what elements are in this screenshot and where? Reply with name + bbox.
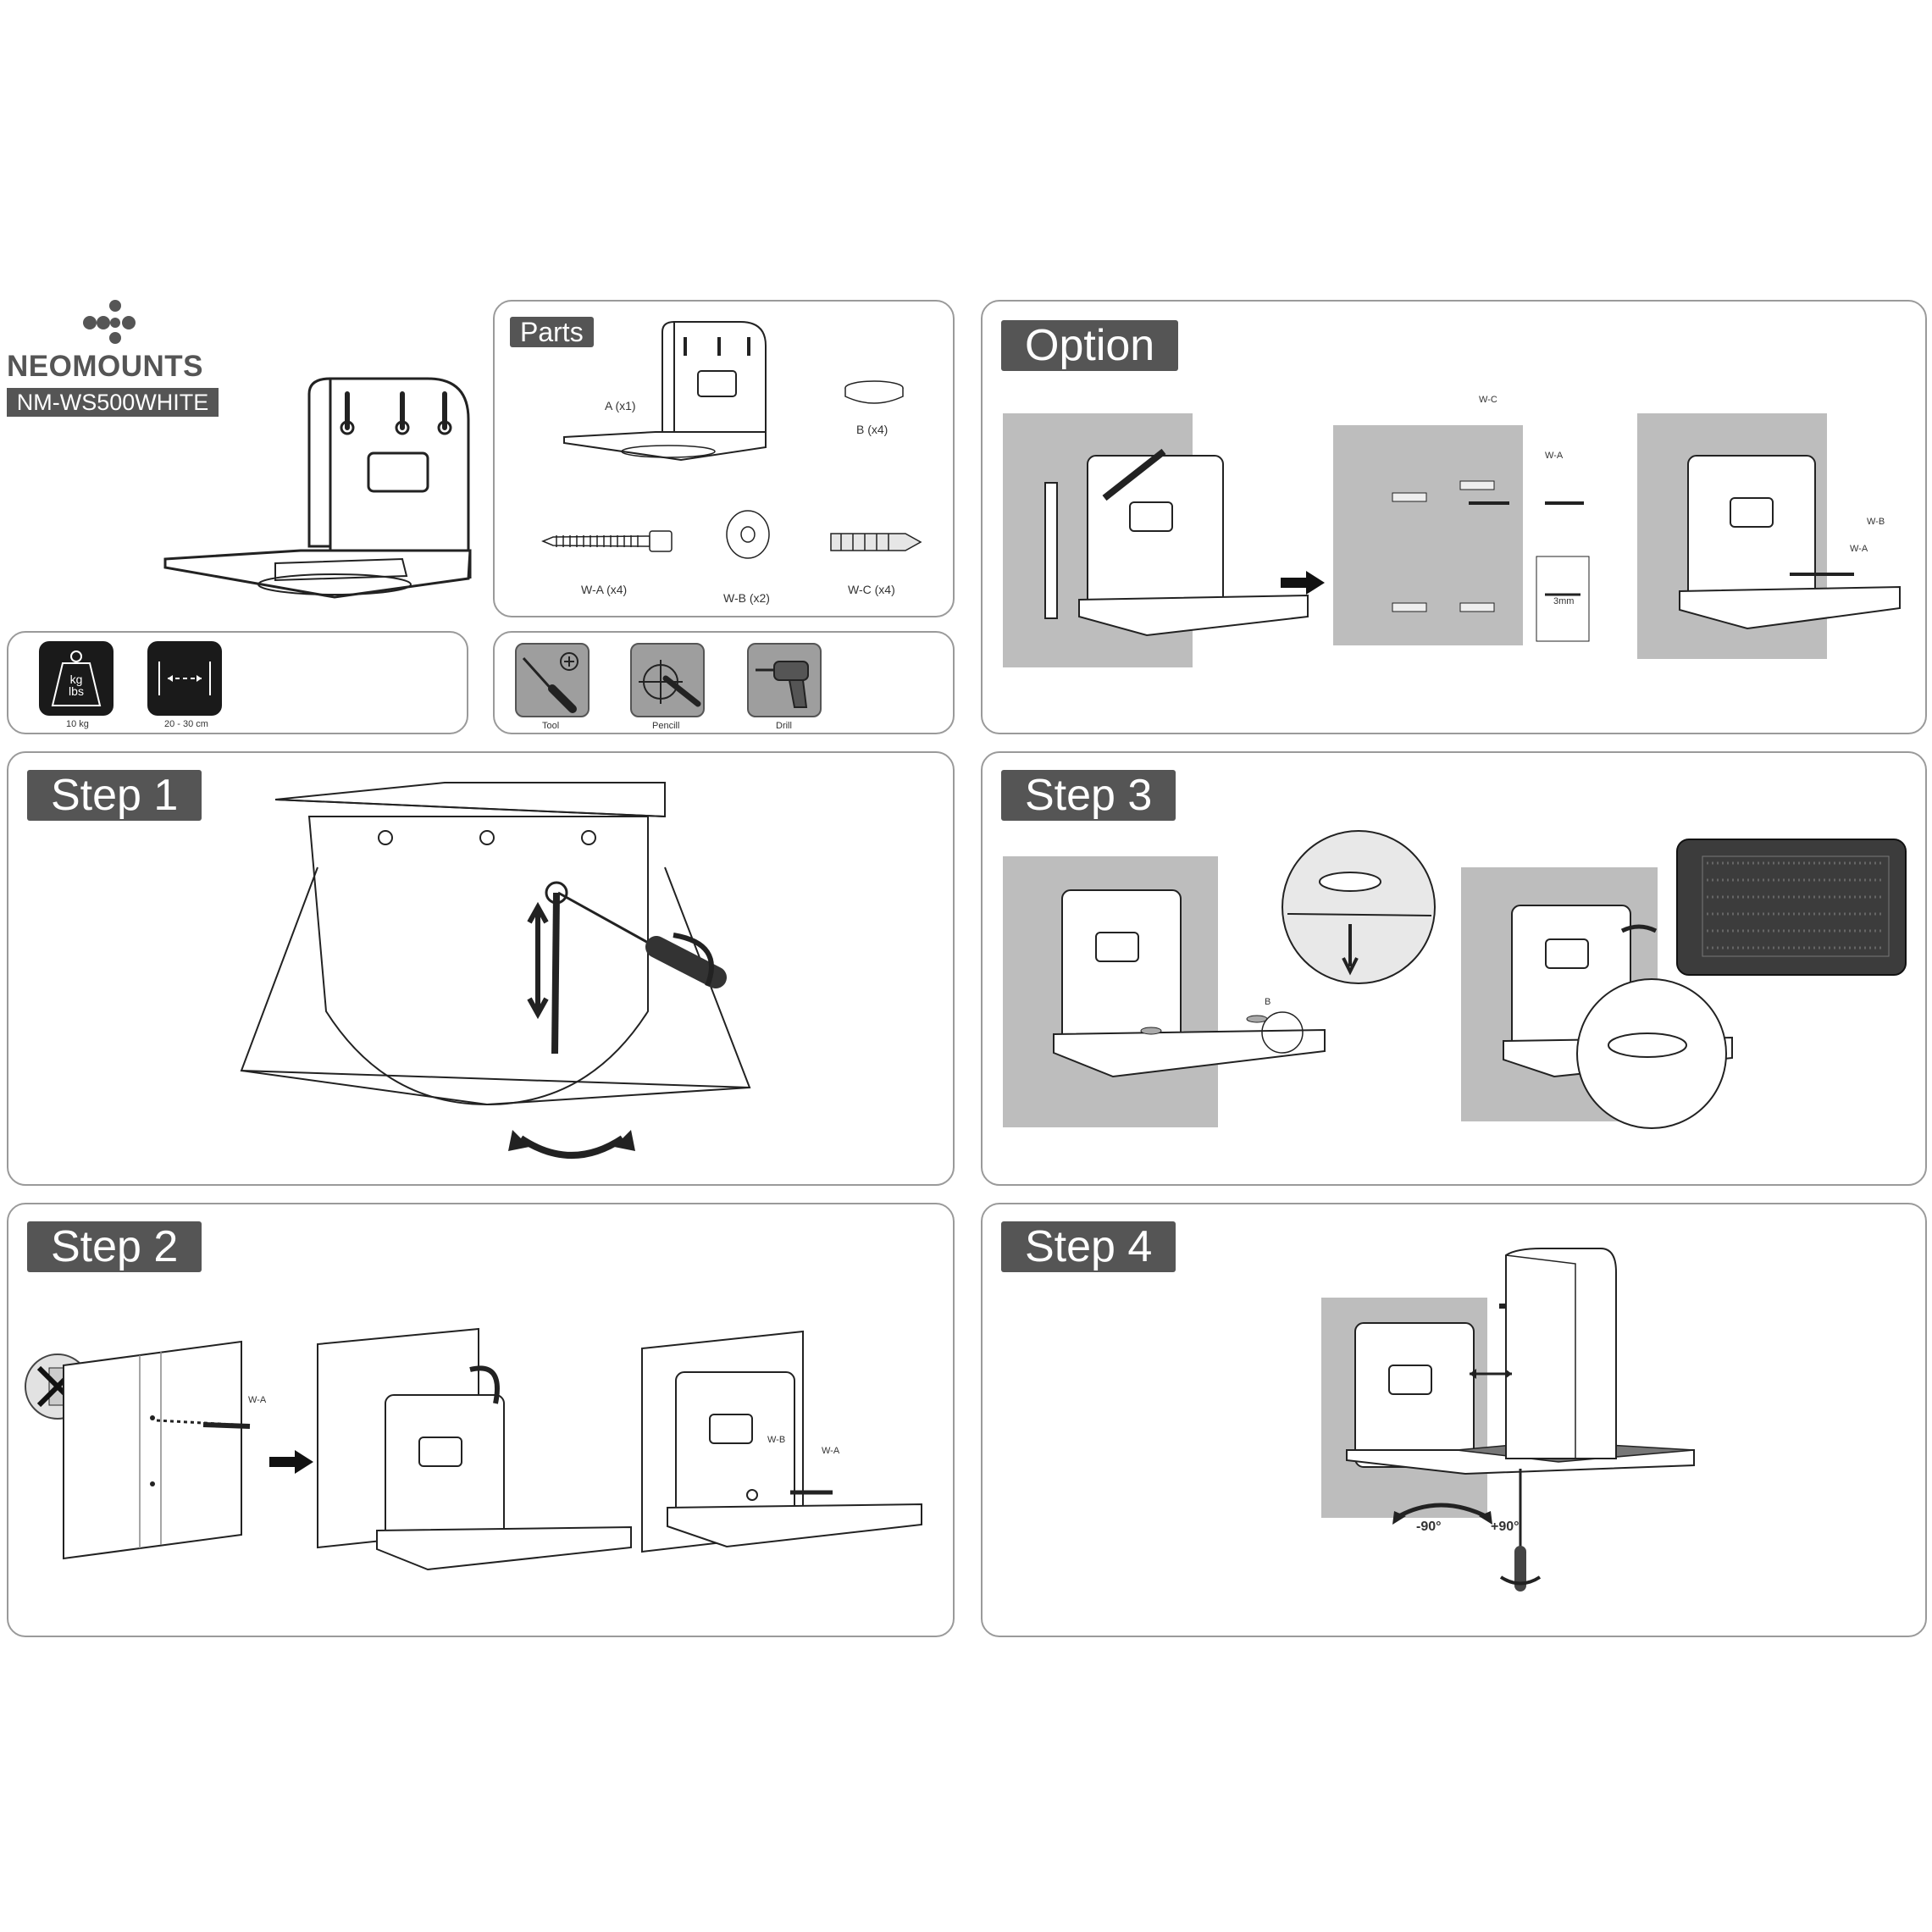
tools-panel: Tool Pencill Drill: [493, 631, 955, 734]
specs-panel: kg lbs 10 kg 20 - 30 cm: [7, 631, 468, 734]
weight-icon: kg lbs: [39, 641, 113, 716]
step3-panel: Step 3 B: [981, 751, 1927, 1186]
tool-label: Tool: [542, 721, 560, 731]
step4-speaker-mounted-image: [1321, 1248, 1695, 1592]
angle-plus-label: +90°: [1491, 1520, 1520, 1534]
step2-stud-screw-image: [63, 1340, 251, 1560]
step2-secure-bracket-image: [641, 1330, 922, 1553]
part-wb-washer-image: [726, 510, 770, 559]
distance-icon: [147, 641, 222, 716]
pencil-label: Pencill: [652, 721, 680, 731]
step2-callout-wb: W-B: [767, 1435, 786, 1445]
step1-title: Step 1: [27, 770, 202, 821]
option-callout-wc: W-C: [1479, 395, 1497, 405]
part-wa-label: W-A (x4): [581, 583, 628, 596]
drill-icon: [747, 643, 822, 717]
arrow-right-icon: [1281, 571, 1325, 595]
weight-capacity-label: 10 kg: [66, 719, 89, 729]
option-callout-wa: W-A: [1545, 451, 1564, 461]
step2-callout-wa: W-A: [248, 1395, 267, 1405]
step1-panel: Step 1: [7, 751, 955, 1186]
angle-minus-label: -90°: [1416, 1520, 1442, 1534]
parts-title: Parts: [510, 317, 594, 347]
step3-speaker-place-image: [1461, 839, 1907, 1129]
part-wc-anchor-image: [830, 533, 922, 551]
step2-hang-bracket-image: [317, 1327, 632, 1571]
screwdriver-icon: [515, 643, 590, 717]
distance-label: 20 - 30 cm: [164, 719, 208, 729]
part-a-label: A (x1): [605, 399, 636, 412]
part-a-bracket-image: [563, 320, 767, 462]
option-wall-anchors-image: [1333, 425, 1590, 645]
step4-title: Step 4: [1001, 1221, 1176, 1272]
drill-label: Drill: [776, 721, 792, 731]
arrow-right-icon: [269, 1450, 313, 1474]
part-b-pad-image: [844, 380, 904, 404]
option-panel: Option W-C W-A 3mm W-B W-A: [981, 300, 1927, 734]
step4-panel: Step 4 -90° +90°: [981, 1203, 1927, 1637]
brand-name: NEOMOUNTS: [7, 350, 203, 383]
product-shelf-illustration: [163, 377, 472, 599]
part-b-label: B (x4): [856, 423, 888, 436]
step1-bracket-unfold-image: [240, 782, 751, 1159]
pencil-icon: [630, 643, 705, 717]
option-bracket-mounted-image: [1637, 413, 1901, 659]
svg-text:lbs: lbs: [69, 684, 84, 698]
step2-panel: Step 2 W-A W-B W-A: [7, 1203, 955, 1637]
option-callout-3mm: 3mm: [1553, 596, 1575, 606]
option-callout-wb: W-B: [1867, 517, 1885, 527]
option-callout-wa-2: W-A: [1850, 544, 1868, 554]
part-wb-label: W-B (x2): [723, 591, 770, 605]
step3-title: Step 3: [1001, 770, 1176, 821]
step2-title: Step 2: [27, 1221, 202, 1272]
option-title: Option: [1001, 320, 1179, 371]
part-wa-screw-image: [541, 530, 673, 552]
parts-panel: Parts A (x1) B (x4) W-A (x4) W-B (x2) W-…: [493, 300, 955, 617]
step3-callout-b: B: [1265, 997, 1271, 1007]
option-wall-level-image: [1003, 413, 1309, 667]
model-number: NM-WS500WHITE: [7, 388, 219, 417]
svg-text:kg: kg: [70, 673, 83, 686]
step3-pads-apply-image: [1003, 830, 1436, 1127]
step2-callout-wa-2: W-A: [822, 1446, 840, 1456]
part-wc-label: W-C (x4): [848, 583, 895, 596]
neomounts-logo-icon: [83, 300, 136, 344]
